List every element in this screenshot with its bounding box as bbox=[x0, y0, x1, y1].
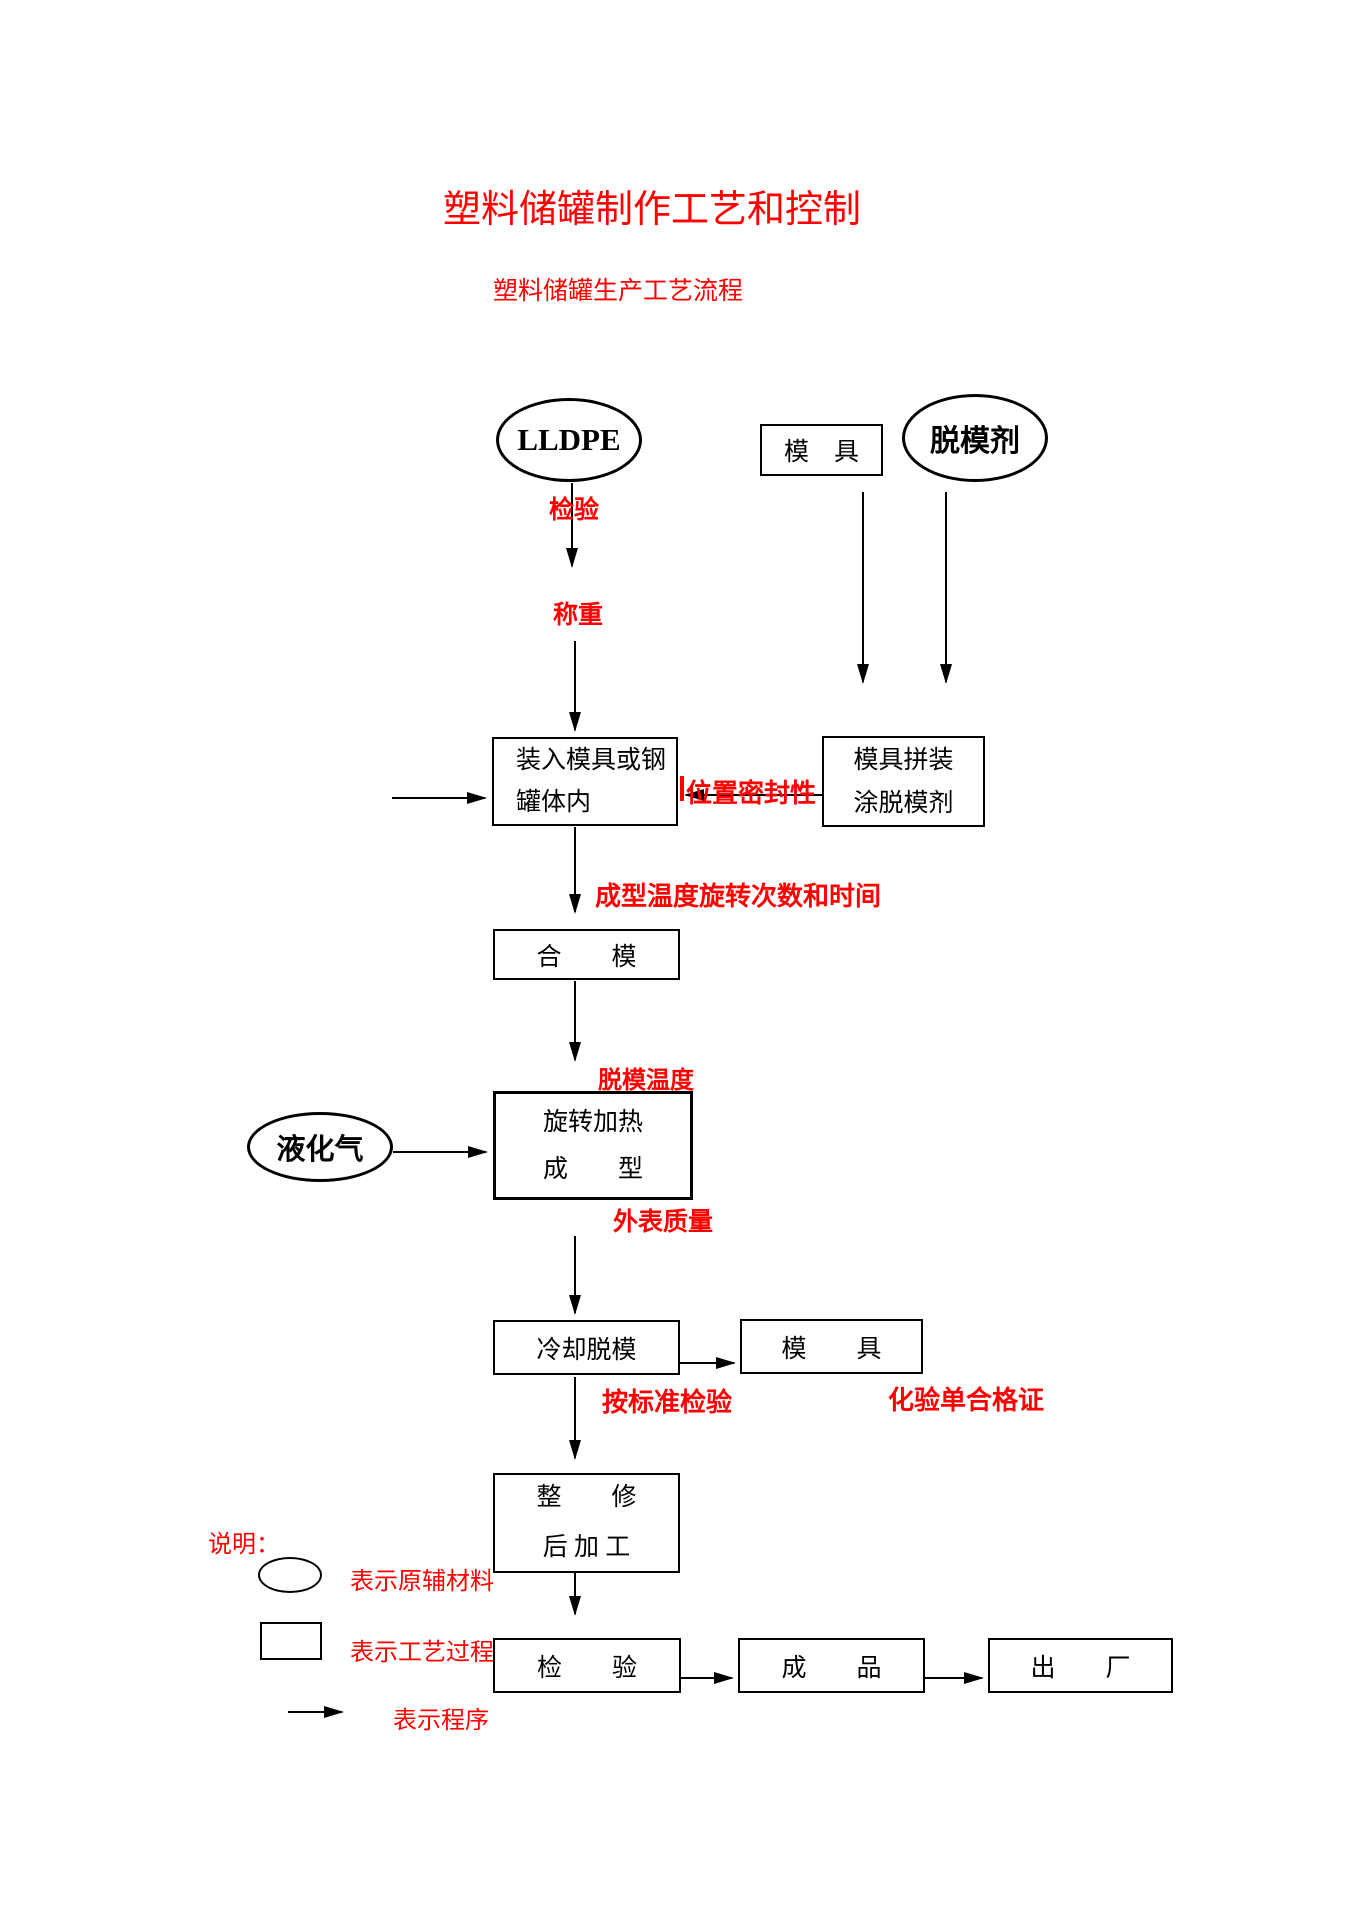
node-load-mold: 装入模具或钢 罐体内 bbox=[492, 737, 678, 826]
page-subtitle: 塑料储罐生产工艺流程 bbox=[493, 278, 744, 305]
node-product-label: 成 品 bbox=[781, 1654, 882, 1682]
node-rotate-heat: 旋转加热 成 型 bbox=[493, 1091, 693, 1200]
node-cool-demold: 冷却脱模 bbox=[493, 1320, 680, 1375]
node-lpg-label: 液化气 bbox=[276, 1134, 364, 1166]
node-assemble-mold-line1: 模具拼装 bbox=[853, 746, 954, 774]
annotation-raw-inspect: 检验 bbox=[549, 495, 600, 524]
node-rotate-heat-line1: 旋转加热 bbox=[542, 1108, 643, 1136]
node-inspect: 检 验 bbox=[493, 1638, 681, 1693]
legend-arrow-label: 表示程序 bbox=[393, 1706, 489, 1734]
node-assemble-mold-line2: 涂脱模剂 bbox=[853, 789, 954, 817]
legend-ellipse-label: 表示原辅材料 bbox=[350, 1567, 494, 1595]
node-inspect-label: 检 验 bbox=[536, 1654, 637, 1682]
node-mold-mid: 模 具 bbox=[740, 1319, 923, 1374]
node-assemble-mold: 模具拼装 涂脱模剂 bbox=[822, 736, 985, 827]
annotation-test-certificate: 化验单合格证 bbox=[888, 1386, 1045, 1416]
annotation-weigh: 称重 bbox=[553, 600, 604, 629]
node-release-agent: 脱模剂 bbox=[902, 394, 1048, 482]
node-trim-rework-line2: 后 加 工 bbox=[542, 1534, 631, 1561]
annotation-position-seal: 位置密封性 bbox=[686, 779, 817, 809]
node-close-mold: 合 模 bbox=[493, 929, 680, 980]
page-title: 塑料储罐制作工艺和控制 bbox=[443, 189, 862, 231]
node-release-agent-label: 脱模剂 bbox=[930, 425, 1020, 458]
node-cool-demold-label: 冷却脱模 bbox=[536, 1336, 637, 1364]
node-load-mold-line1: 装入模具或钢 bbox=[516, 746, 667, 774]
legend-heading: 说明： bbox=[208, 1530, 280, 1558]
legend-ellipse-sample bbox=[258, 1557, 322, 1593]
legend-rect-label: 表示工艺过程 bbox=[350, 1638, 494, 1666]
annotation-standard-inspect: 按标准检验 bbox=[602, 1388, 733, 1418]
node-load-mold-line2: 罐体内 bbox=[516, 788, 592, 816]
legend-rect-sample bbox=[260, 1622, 322, 1660]
annotation-surface-quality: 外表质量 bbox=[613, 1207, 714, 1236]
clipped-char-mark bbox=[680, 776, 684, 801]
node-lpg: 液化气 bbox=[247, 1112, 393, 1182]
node-lldpe: LLDPE bbox=[496, 398, 642, 482]
node-trim-rework: 整 修 后 加 工 bbox=[493, 1473, 680, 1573]
annotation-molding-params: 成型温度旋转次数和时间 bbox=[595, 882, 882, 912]
node-close-mold-label: 合 模 bbox=[536, 943, 637, 971]
annotation-demold-temp: 脱模温度 bbox=[598, 1066, 694, 1094]
node-product: 成 品 bbox=[738, 1638, 925, 1693]
node-mold-top: 模 具 bbox=[760, 424, 883, 476]
node-rotate-heat-line2: 成 型 bbox=[542, 1155, 643, 1183]
node-lldpe-label: LLDPE bbox=[517, 422, 621, 457]
node-mold-mid-label: 模 具 bbox=[781, 1335, 882, 1363]
node-ship-label: 出 厂 bbox=[1030, 1654, 1131, 1682]
node-mold-top-label: 模 具 bbox=[783, 439, 859, 466]
node-ship: 出 厂 bbox=[988, 1638, 1173, 1693]
node-trim-rework-line1: 整 修 bbox=[536, 1484, 637, 1511]
